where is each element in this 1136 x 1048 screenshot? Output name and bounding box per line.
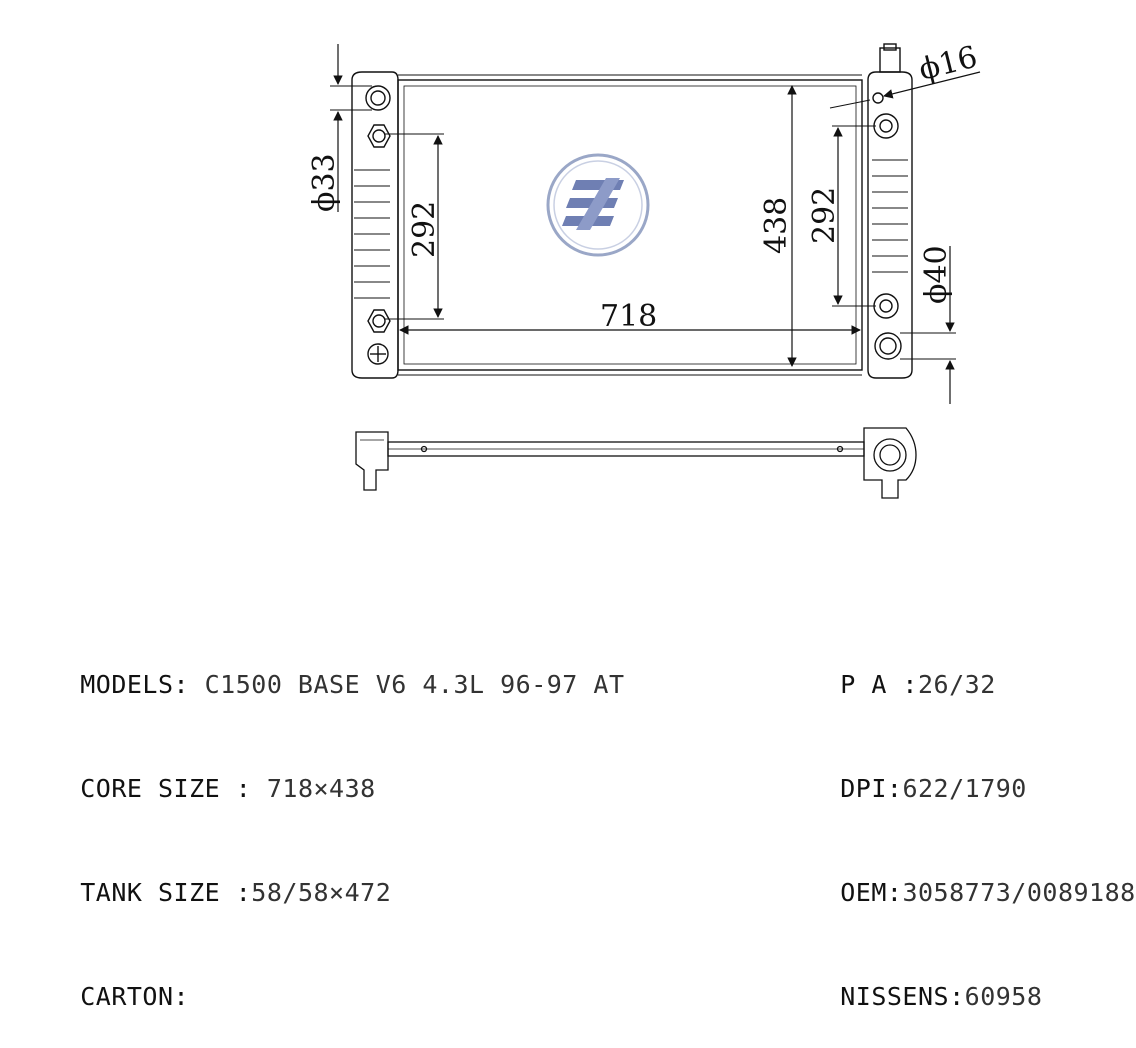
spec-right-column: P A :26/32 DPI:622/1790 OEM:3058773/0089… bbox=[778, 566, 1136, 1016]
dim-dia-right-label: ϕ40 bbox=[919, 245, 954, 304]
spec-label: OEM: bbox=[840, 878, 903, 907]
spec-label: DPI: bbox=[840, 774, 903, 803]
radiator-side-view bbox=[355, 427, 917, 499]
left-tank bbox=[351, 71, 399, 379]
dim-right-spacing-label: 292 bbox=[807, 187, 842, 244]
spec-value: 718×438 bbox=[251, 774, 376, 803]
spec-left-column: MODELS: C1500 BASE V6 4.3L 96-97 AT CORE… bbox=[18, 566, 625, 1016]
spec-value: 26/32 bbox=[917, 670, 996, 699]
right-tank bbox=[867, 43, 913, 379]
spec-oem: OEM:3058773/0089188 bbox=[778, 842, 1136, 907]
spec-label: TANK SIZE : bbox=[80, 878, 252, 907]
company-logo-icon bbox=[546, 153, 650, 257]
spec-models: MODELS: C1500 BASE V6 4.3L 96-97 AT bbox=[18, 634, 625, 699]
spec-value: 622/1790 bbox=[902, 774, 1027, 803]
dim-width-label: 718 bbox=[600, 299, 657, 334]
spec-tank-size: TANK SIZE :58/58×472 bbox=[18, 842, 625, 907]
radiator-front-view bbox=[351, 43, 913, 379]
spec-value: 3058773/0089188 bbox=[902, 878, 1136, 907]
spec-dpi: DPI:622/1790 bbox=[778, 738, 1136, 803]
dim-dia-top-label: ϕ16 bbox=[915, 40, 980, 88]
spec-pa: P A :26/32 bbox=[778, 634, 1136, 699]
spec-value: 58/58×472 bbox=[251, 878, 392, 907]
spec-carton: CARTON: bbox=[18, 946, 625, 1011]
dim-dia-left-label: ϕ33 bbox=[307, 153, 342, 212]
spec-label: MODELS: bbox=[80, 670, 190, 699]
spec-label: CORE SIZE : bbox=[80, 774, 252, 803]
spec-value: 60958 bbox=[964, 982, 1043, 1011]
spec-label: P A : bbox=[840, 670, 918, 699]
dim-leader-top bbox=[883, 71, 981, 99]
spec-value: C1500 BASE V6 4.3L 96-97 AT bbox=[189, 670, 625, 699]
spec-label: NISSENS: bbox=[840, 982, 965, 1011]
radiator-technical-drawing: 718 438 292 292 ϕ33 ϕ16 ϕ40 bbox=[307, 40, 981, 499]
dim-left-spacing-label: 292 bbox=[407, 201, 442, 258]
spec-nissens: NISSENS:60958 bbox=[778, 946, 1136, 1011]
spec-core-size: CORE SIZE : 718×438 bbox=[18, 738, 625, 803]
dim-height-label: 438 bbox=[759, 197, 794, 254]
spec-label: CARTON: bbox=[80, 982, 190, 1011]
